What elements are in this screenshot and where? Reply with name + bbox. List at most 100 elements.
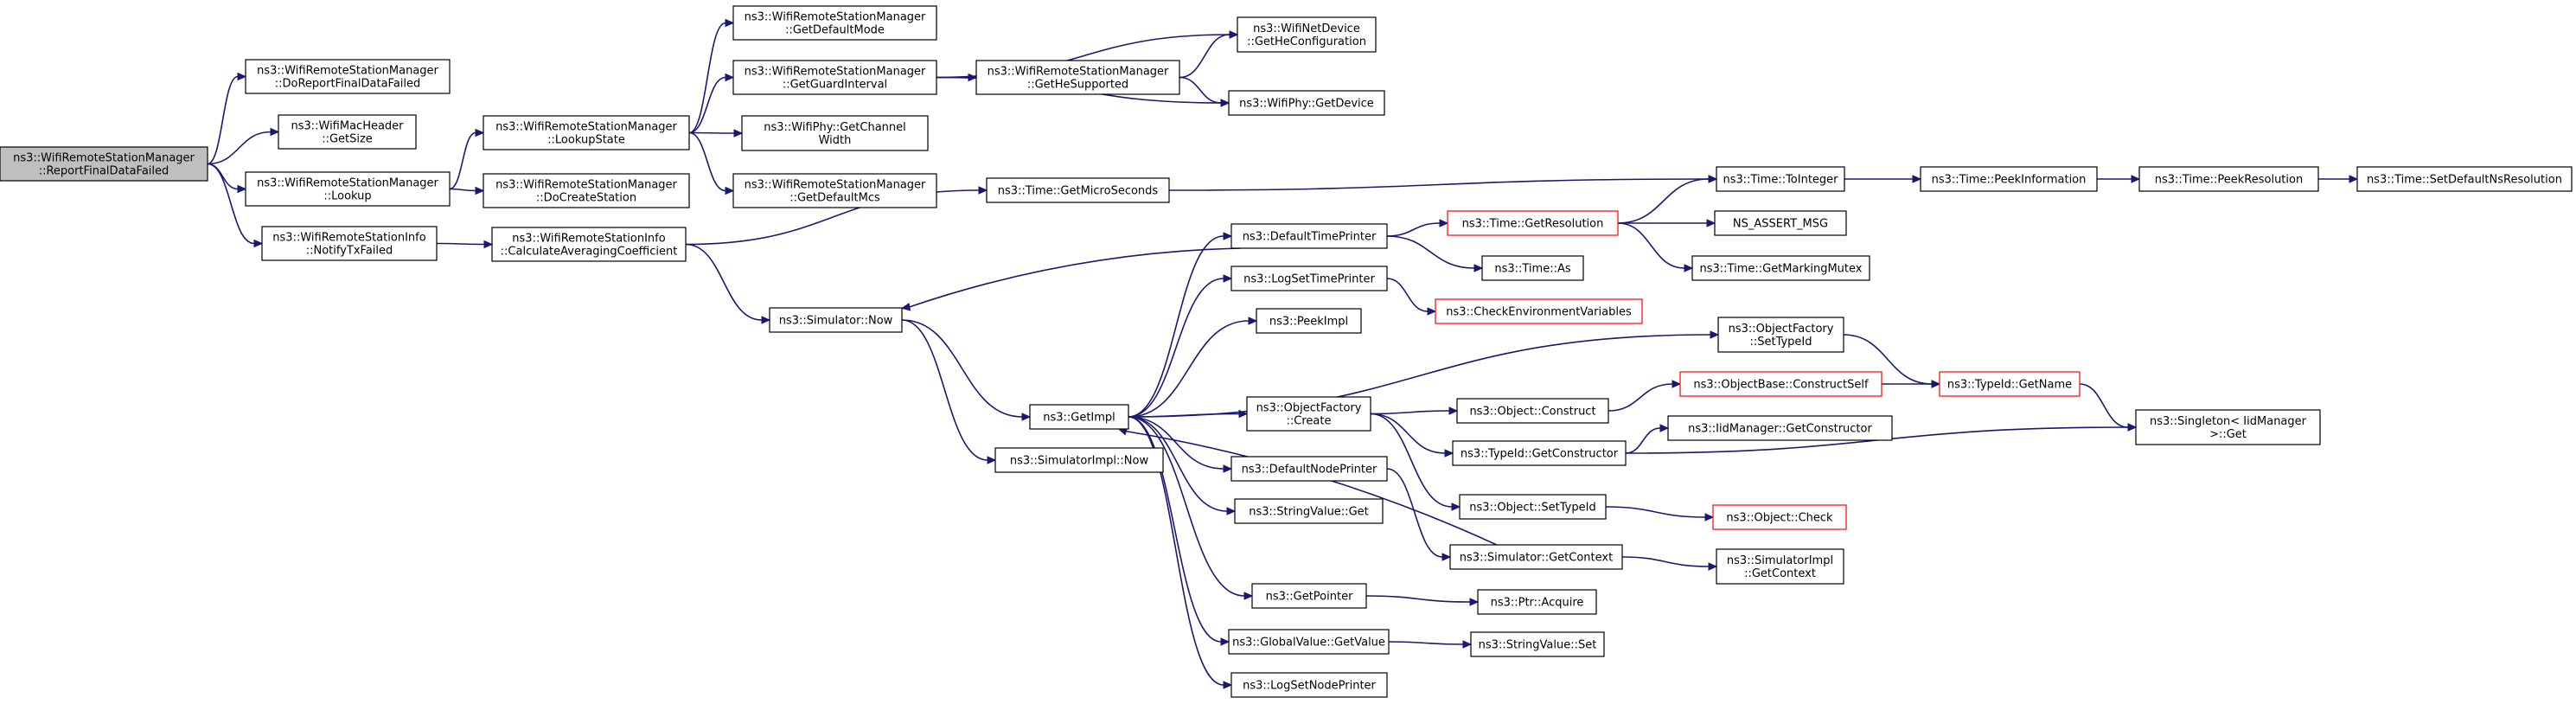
node-box [1714, 210, 1847, 236]
node-ns3-object-construct[interactable]: ns3::Object::Construct [1456, 398, 1609, 424]
arrowhead-n4-to-n7 [483, 240, 494, 249]
node-ns3-simulatorimpl-now[interactable]: ns3::SimulatorImpl::Now [994, 447, 1164, 473]
edge-n17-to-n27 [1128, 416, 1224, 686]
node-ns3-time-tointeger[interactable]: ns3::Time::ToInteger [1716, 166, 1845, 192]
arrowhead-n20-to-n30 [1427, 307, 1437, 316]
node-ns3-defaultnodeprinter[interactable]: ns3::DefaultNodePrinter [1230, 456, 1388, 482]
node-ns3-time-getmarkingmutex[interactable]: ns3::Time::GetMarkingMutex [1691, 255, 1870, 281]
node-ns3-wifiphy-getdevice[interactable]: ns3::WifiPhy::GetDevice [1228, 90, 1385, 116]
node-ns3-objectbase-constructself[interactable]: ns3::ObjectBase::ConstructSelf [1679, 371, 1882, 397]
node-ns3-time-getresolution[interactable]: ns3::Time::GetResolution [1447, 210, 1619, 236]
node-box [741, 115, 929, 151]
edge-n16-to-n18 [901, 319, 988, 461]
node-ns3-object-check[interactable]: ns3::Object::Check [1712, 504, 1847, 530]
node-label-line: ::ReportFinalDataFailed [39, 165, 169, 178]
node-label-line: ns3::WifiRemoteStationManager [988, 66, 1169, 79]
node-ns3-ptr-acquire[interactable]: ns3::Ptr::Acquire [1477, 589, 1597, 615]
node-ns3-wifinetdevice-getheconfiguration[interactable]: ns3::WifiNetDevice::GetHeConfiguration [1237, 16, 1377, 53]
node-ns3-logsettimeprinter[interactable]: ns3::LogSetTimePrinter [1230, 266, 1388, 291]
arrowhead-n17-to-n19 [1223, 232, 1233, 240]
arrowhead-n22-to-n33 [1451, 502, 1461, 511]
arrowhead-n17-to-n21 [1248, 317, 1258, 325]
node-ns3-wifiremotestationmanager-docreatestation[interactable]: ns3::WifiRemoteStationManager::DoCreateS… [483, 173, 690, 208]
node-ns3-wifiremotestationmanager-lookupstate[interactable]: ns3::WifiRemoteStationManager::LookupSta… [483, 115, 690, 150]
node-box [732, 173, 937, 208]
edge-n3-to-n5 [449, 131, 476, 190]
node-box [975, 60, 1180, 95]
node-box [1459, 494, 1607, 520]
node-ns3-iidmanager-getconstructor[interactable]: ns3::IidManager::GetConstructor [1667, 415, 1893, 441]
node-ns3-singleton-iidmanager-get[interactable]: ns3::Singleton< IidManager >::Get [2135, 409, 2321, 445]
node-ns-assert-msg[interactable]: NS_ASSERT_MSG [1714, 210, 1847, 236]
node-ns3-typeid-getconstructor[interactable]: ns3::TypeId::GetConstructor [1452, 440, 1627, 466]
node-ns3-wifiremotestationinfo-notifytxfailed[interactable]: ns3::WifiRemoteStationInfo::NotifyTxFail… [261, 226, 438, 261]
node-ns3-globalvalue-getvalue[interactable]: ns3::GlobalValue::GetValue [1228, 629, 1390, 655]
node-ns3-simulator-now[interactable]: ns3::Simulator::Now [769, 307, 903, 333]
node-ns3-peekimpl[interactable]: ns3::PeekImpl [1256, 308, 1362, 334]
node-ns3-wifiremotestationmanager-getdefaultmcs[interactable]: ns3::WifiRemoteStationManager::GetDefaul… [732, 173, 937, 208]
node-label-line: ns3::Time::ToInteger [1723, 174, 1838, 187]
node-ns3-simulatorimpl-getcontext[interactable]: ns3::SimulatorImpl::GetContext [1716, 548, 1844, 585]
edges-layer [207, 18, 2359, 689]
node-ns3-wifiremotestationmanager-reportfinaldatafailed[interactable]: ns3::WifiRemoteStationManager::ReportFin… [0, 146, 208, 182]
node-box [732, 5, 937, 41]
node-ns3-time-getmicroseconds[interactable]: ns3::Time::GetMicroSeconds [986, 177, 1170, 203]
edge-n5-to-n9 [688, 76, 726, 134]
node-ns3-objectfactory-create[interactable]: ns3::ObjectFactory::Create [1246, 396, 1371, 432]
node-ns3-wifiremotestationmanager-gethesupported[interactable]: ns3::WifiRemoteStationManager::GetHeSupp… [975, 60, 1180, 95]
node-ns3-typeid-getname[interactable]: ns3::TypeId::GetName [1939, 371, 2081, 397]
node-ns3-checkenvironmentvariables[interactable]: ns3::CheckEnvironmentVariables [1435, 298, 1643, 324]
node-label-line: ::LookupState [547, 134, 625, 147]
node-ns3-getimpl[interactable]: ns3::GetImpl [1029, 404, 1129, 430]
node-label-line: ns3::Object::SetTypeId [1469, 502, 1595, 515]
node-box [1939, 371, 2081, 397]
node-ns3-time-peekinformation[interactable]: ns3::Time::PeekInformation [1920, 166, 2098, 192]
node-label-line: ns3::WifiRemoteStationManager [495, 179, 677, 192]
node-box [0, 146, 208, 182]
arrowhead-n33-to-n43 [1704, 513, 1715, 522]
edge-n17-to-n23 [1128, 416, 1224, 470]
arrowhead-n5-to-n9 [725, 73, 735, 82]
node-label-line: ns3::Time::SetDefaultNsResolution [2367, 174, 2562, 187]
node-label-line: ::Lookup [323, 190, 371, 203]
arrowhead-n28-to-n39 [1684, 264, 1694, 272]
node-label-line: ns3::ObjectFactory [1729, 323, 1834, 336]
edge-n17-to-n25 [1128, 416, 1245, 597]
node-ns3-objectfactory-settypeid[interactable]: ns3::ObjectFactory::SetTypeId [1717, 317, 1844, 353]
node-ns3-wifimacheader-getsize[interactable]: ns3::WifiMacHeader::GetSize [278, 114, 417, 150]
edge-n17-to-n19 [1128, 235, 1224, 418]
node-box [986, 177, 1170, 203]
node-box [1228, 90, 1385, 116]
node-label-line: ns3::LogSetNodePrinter [1243, 680, 1376, 693]
arrowhead-n37-to-n45 [1912, 175, 1922, 183]
node-ns3-getpointer[interactable]: ns3::GetPointer [1251, 583, 1367, 609]
node-ns3-wifiremotestationinfo-calculateaveragingcoefficient[interactable]: ns3::WifiRemoteStationInfo::CalculateAve… [491, 227, 687, 262]
arrowhead-n19-to-n16 [900, 303, 911, 311]
node-ns3-wifiremotestationmanager-lookup[interactable]: ns3::WifiRemoteStationManager::Lookup [245, 171, 451, 207]
edge-n17-to-n21 [1128, 320, 1250, 418]
node-ns3-time-setdefaultnsresolution[interactable]: ns3::Time::SetDefaultNsResolution [2356, 166, 2573, 192]
node-box [1237, 16, 1377, 53]
node-ns3-logsetnodeprinter[interactable]: ns3::LogSetNodePrinter [1230, 672, 1388, 698]
edge-n0-to-n1 [207, 75, 239, 165]
node-box [491, 227, 687, 262]
node-ns3-stringvalue-set[interactable]: ns3::StringValue::Set [1470, 631, 1605, 657]
edge-n19-to-n28 [1386, 222, 1441, 237]
node-ns3-wifiremotestationmanager-doreportfinaldatafailed[interactable]: ns3::WifiRemoteStationManager::DoReportF… [245, 59, 451, 94]
node-ns3-wifiremotestationmanager-getguardinterval[interactable]: ns3::WifiRemoteStationManager::GetGuardI… [732, 60, 937, 95]
node-label-line: ns3::WifiRemoteStationInfo [272, 232, 425, 245]
node-ns3-defaulttimeprinter[interactable]: ns3::DefaultTimePrinter [1230, 223, 1388, 249]
node-ns3-time-peekresolution[interactable]: ns3::Time::PeekResolution [2138, 166, 2319, 192]
arrowhead-n17-to-n24 [1226, 507, 1237, 515]
node-ns3-time-as[interactable]: ns3::Time::As [1481, 255, 1584, 281]
node-ns3-simulator-getcontext[interactable]: ns3::Simulator::GetContext [1449, 544, 1623, 570]
edge-n19-to-n16 [909, 247, 1241, 308]
node-box [769, 307, 903, 333]
node-ns3-object-settypeid[interactable]: ns3::Object::SetTypeId [1459, 494, 1607, 520]
node-ns3-wifiremotestationmanager-getdefaultmode[interactable]: ns3::WifiRemoteStationManager::GetDefaul… [732, 5, 937, 41]
node-label-line: ns3::Time::GetMicroSeconds [998, 185, 1159, 198]
arrowhead-n22-to-n32 [1444, 449, 1454, 458]
node-ns3-stringvalue-get[interactable]: ns3::StringValue::Get [1234, 498, 1384, 524]
arrowhead-n41-to-n46 [1931, 380, 1941, 388]
